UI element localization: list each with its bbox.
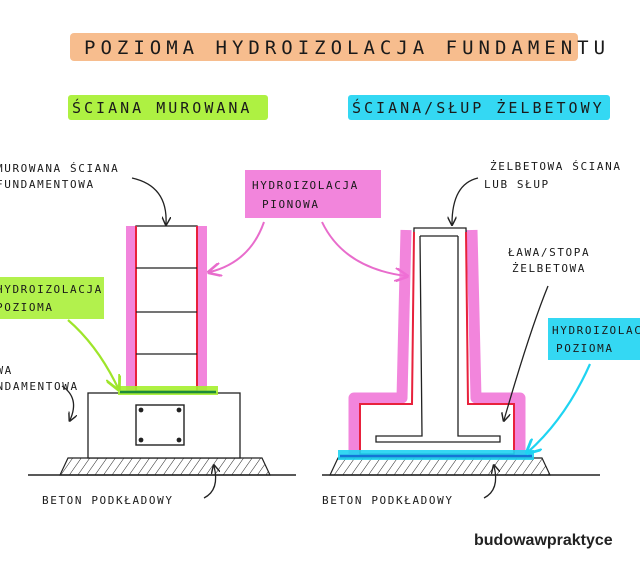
right-footing-label: ŁAWA/STOPA	[507, 246, 590, 259]
rebar-dot	[138, 407, 144, 413]
left-footing-label: ŁAWA	[0, 364, 13, 377]
right-rebar	[375, 235, 501, 443]
left-footing	[87, 392, 241, 459]
diagram-title: POZIOMA HYDROIZOLACJA FUNDAMENTU	[84, 37, 610, 59]
left-masonry-wall	[135, 225, 198, 392]
rebar-dot	[138, 437, 144, 443]
left-vertical-waterproofing-highlight	[197, 226, 207, 391]
right-base-arrow	[483, 466, 496, 499]
right-wall-label: ŻELBETOWA ŚCIANA	[490, 160, 622, 173]
left-footing-arrow	[61, 385, 74, 420]
right-horizontal-arrow	[528, 363, 592, 452]
right-concrete-section	[359, 227, 515, 455]
right-horizontal-label: POZIOMA	[556, 342, 614, 355]
vertical-label-highlight	[245, 170, 381, 218]
left-wall-arrow	[131, 177, 166, 224]
right-section-red-outline	[359, 231, 515, 452]
left-horizontal-label: HYDROIZOLACJA	[0, 283, 103, 296]
right-wall-label: LUB SŁUP	[484, 178, 550, 191]
vertical-arrow-left	[210, 221, 265, 272]
left-horizontal-label: POZIOMA	[0, 301, 54, 314]
vertical-waterproofing-label: HYDROIZOLACJA	[252, 179, 359, 192]
right-lean-concrete	[329, 457, 551, 476]
right-heading: ŚCIANA/SŁUP ŻELBETOWY	[352, 98, 605, 117]
right-footing-label: ŻELBETOWA	[512, 262, 586, 275]
right-horizontal-label: HYDROIZOLACJA	[552, 324, 640, 337]
left-footing-label: FUNDAMENTOWA	[0, 380, 79, 393]
left-heading-highlight	[68, 95, 268, 120]
right-footing-arrow	[504, 285, 549, 420]
rebar-dot	[176, 407, 182, 413]
right-wall-arrow	[452, 177, 479, 224]
left-base-arrow	[203, 466, 216, 499]
right-base-label: BETON PODKŁADOWY	[322, 494, 454, 507]
brand-watermark: budowawpraktyce	[474, 532, 613, 549]
left-horizontal-waterproofing-highlight	[118, 386, 218, 395]
title-highlight	[70, 33, 578, 61]
left-base-label: BETON PODKŁADOWY	[42, 494, 174, 507]
right-heading-highlight	[348, 95, 610, 120]
vertical-waterproofing-label: PIONOWA	[262, 198, 320, 211]
left-wall-label: FUNDAMENTOWA	[0, 178, 95, 191]
left-horizontal-arrow	[67, 319, 118, 388]
left-wall-label: MUROWANA ŚCIANA	[0, 162, 119, 175]
rebar-dot	[176, 437, 182, 443]
left-footing-rebar	[135, 404, 185, 446]
left-vertical-waterproofing-highlight	[126, 226, 136, 391]
left-horizontal-label-highlight	[0, 277, 104, 319]
right-horizontal-label-highlight	[548, 318, 640, 360]
left-lean-concrete	[59, 457, 271, 476]
right-vertical-waterproofing-highlight	[348, 229, 526, 454]
vertical-arrow-right	[321, 221, 406, 276]
left-heading: ŚCIANA MUROWANA	[72, 98, 252, 117]
